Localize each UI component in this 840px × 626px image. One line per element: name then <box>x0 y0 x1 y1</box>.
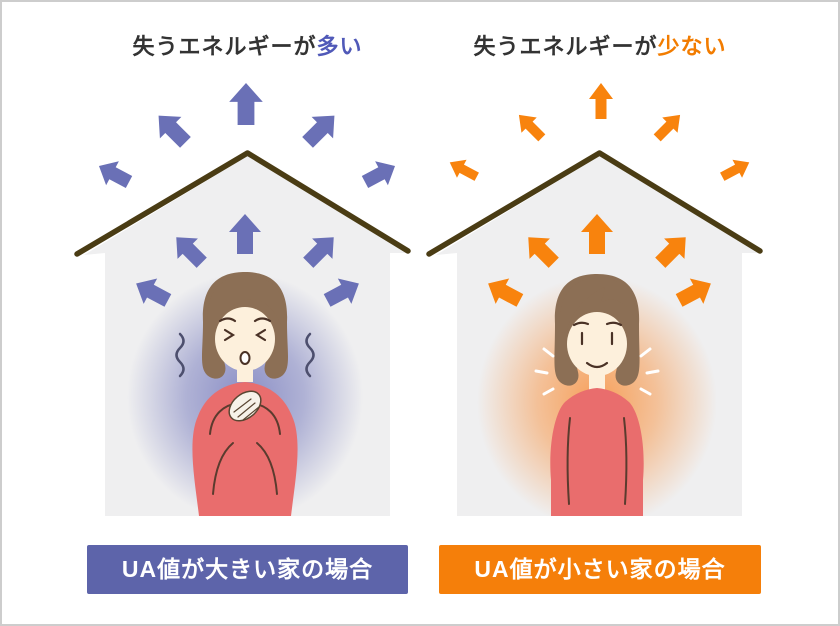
right-eyebrow <box>605 321 623 327</box>
left-eyebrow <box>218 317 237 323</box>
arm-line <box>566 417 571 505</box>
woman-face <box>215 307 275 371</box>
title-text: 失うエネルギーが <box>132 34 317 59</box>
open-mouth <box>239 351 251 365</box>
smile-mouth <box>585 361 609 369</box>
arrow-left-icon <box>444 153 482 186</box>
arm-line <box>623 417 628 505</box>
caption-badge-high-ua: UA値が大きい家の場合 <box>87 545 408 594</box>
title-highlight: 多い <box>316 34 363 59</box>
cold-woman-illustration <box>127 272 363 516</box>
right-eyebrow <box>253 317 272 323</box>
panel-illustration-low-ua <box>429 83 760 516</box>
woman-bangs <box>559 278 637 333</box>
woman-face <box>567 312 627 376</box>
warmth-sparkles <box>534 347 660 396</box>
arrow-left-icon <box>92 154 136 194</box>
closed-eye-left <box>223 328 236 342</box>
arm-line <box>212 442 234 495</box>
arrow-up-icon <box>229 83 263 125</box>
shiver-line <box>305 332 315 378</box>
title-text: 失うエネルギーが <box>473 34 658 59</box>
woman-sweater <box>192 382 298 516</box>
left-eyebrow <box>572 321 590 327</box>
woman-sweater <box>550 388 644 516</box>
arrow-right-icon <box>358 154 402 194</box>
title-highlight: 少ない <box>657 34 727 59</box>
shiver-line <box>175 332 185 378</box>
arrow-right-icon <box>717 153 755 186</box>
panel-title-left: 失うエネルギーが多い <box>87 32 408 62</box>
houses-illustration <box>2 83 840 516</box>
woman-bangs <box>207 276 285 329</box>
arrow-up-left-icon <box>147 104 197 154</box>
caption-badge-low-ua: UA値が小さい家の場合 <box>439 545 761 594</box>
arrow-up-right-icon <box>296 104 346 154</box>
arrow-up-right-icon <box>649 107 688 146</box>
warm-woman-illustration <box>477 274 717 516</box>
arm-line <box>256 442 278 495</box>
panel-title-right: 失うエネルギーが少ない <box>439 32 761 62</box>
clasped-hands <box>228 390 262 422</box>
closed-eye-right <box>254 328 267 342</box>
arrow-up-left-icon <box>511 107 550 146</box>
arrow-up-icon <box>589 83 613 119</box>
panel-illustration-high-ua <box>77 83 408 516</box>
